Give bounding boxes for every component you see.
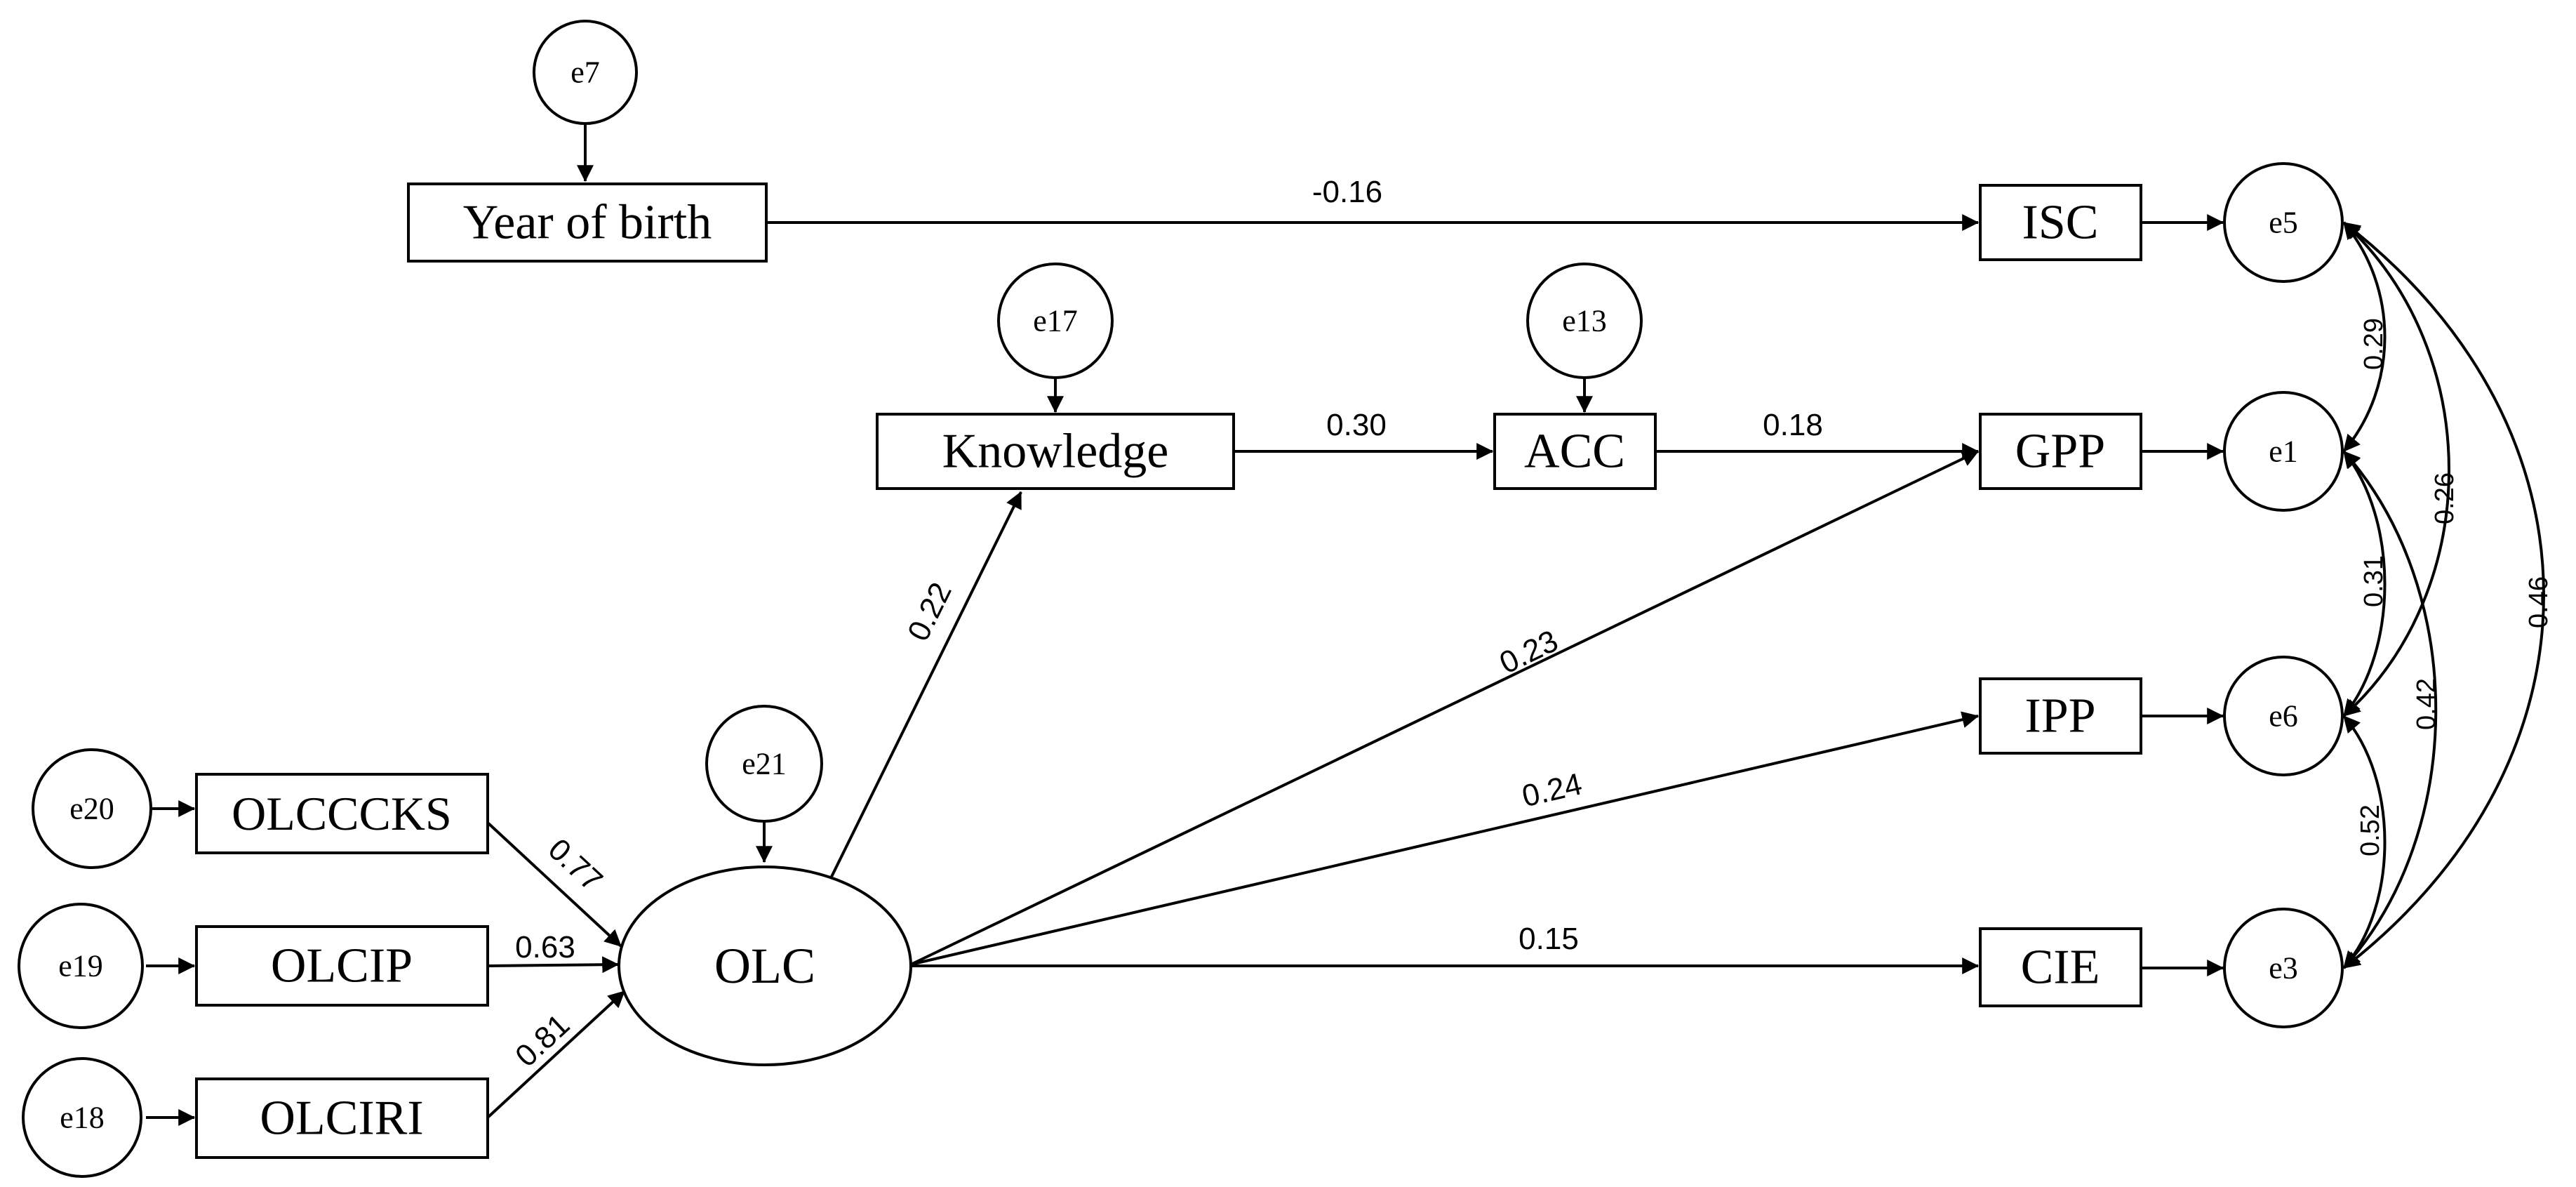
box-olcccks: OLCCCKS <box>195 773 489 854</box>
box-year-of-birth: Year of birth <box>407 183 768 263</box>
error-e17: e17 <box>997 263 1114 379</box>
cov-arc-e5-e1 <box>2342 221 2387 453</box>
box-label: OLCIRI <box>260 1092 423 1146</box>
box-label: GPP <box>2015 425 2105 479</box>
box-gpp: GPP <box>1979 413 2142 490</box>
coef-olc-gpp: 0.23 <box>1495 623 1563 680</box>
cov-e6-e3: 0.52 <box>2356 804 2385 856</box>
arrow-olciri-olc <box>486 990 626 1119</box>
coef-olc-cie: 0.15 <box>1519 922 1579 956</box>
coef-olciri-olc: 0.81 <box>509 1007 576 1073</box>
cov-e5-e3: 0.46 <box>2524 576 2554 628</box>
error-label: e21 <box>742 747 787 781</box>
box-isc: ISC <box>1979 184 2142 261</box>
cov-arc-e1-e6 <box>2342 450 2387 717</box>
cov-e5-e1: 0.29 <box>2359 318 2389 370</box>
coef-olcccks-olc: 0.77 <box>542 832 609 898</box>
error-e18: e18 <box>22 1057 142 1178</box>
cov-e1-e6: 0.31 <box>2359 555 2389 607</box>
cov-arc-e5-e3 <box>2342 221 2545 969</box>
arrow-olc-gpp <box>910 450 1980 966</box>
error-e3: e3 <box>2223 908 2344 1028</box>
error-e21: e21 <box>705 705 823 823</box>
box-cie: CIE <box>1979 927 2142 1007</box>
error-e7: e7 <box>533 20 638 125</box>
error-label: e6 <box>2269 699 2298 734</box>
box-label: OLCIP <box>271 939 413 993</box>
box-label: Year of birth <box>463 196 712 250</box>
arrow-olcccks-olc <box>486 821 622 948</box>
box-olciri: OLCIRI <box>195 1077 489 1159</box>
error-e20: e20 <box>32 748 152 869</box>
latent-olc: OLC <box>618 866 912 1066</box>
arrow-olcip-olc <box>487 956 620 974</box>
error-label: e5 <box>2269 206 2298 240</box>
coef-year-isc: -0.16 <box>1312 175 1382 209</box>
cov-arc-e6-e3 <box>2342 715 2387 969</box>
error-e6: e6 <box>2223 656 2344 776</box>
error-e13: e13 <box>1526 263 1643 379</box>
error-e19: e19 <box>18 903 144 1029</box>
error-label: e18 <box>60 1101 105 1135</box>
box-label: ACC <box>1524 425 1625 479</box>
arrow-olc-ipp <box>910 711 1980 966</box>
box-label: CIE <box>2021 941 2100 995</box>
box-label: OLCCCKS <box>232 787 452 840</box>
cov-arc-e5-e6 <box>2342 221 2450 717</box>
box-olcip: OLCIP <box>195 925 489 1007</box>
coef-knowledge-acc: 0.30 <box>1326 408 1387 442</box>
box-label: Knowledge <box>942 425 1169 479</box>
coef-olc-ipp: 0.24 <box>1519 767 1585 814</box>
box-acc: ACC <box>1493 413 1657 490</box>
error-label: e17 <box>1033 304 1078 338</box>
box-ipp: IPP <box>1979 677 2142 755</box>
error-label: e13 <box>1562 304 1607 338</box>
coef-olcip-olc: 0.63 <box>515 930 575 964</box>
cov-e1-e3: 0.42 <box>2412 678 2441 730</box>
latent-label: OLC <box>714 938 815 994</box>
box-knowledge: Knowledge <box>876 413 1235 490</box>
box-label: IPP <box>2024 689 2095 743</box>
box-label: ISC <box>2022 196 2099 250</box>
error-label: e3 <box>2269 951 2298 986</box>
cov-e5-e6: 0.26 <box>2430 472 2460 524</box>
arrow-olc-knowledge <box>829 491 1022 880</box>
error-e5: e5 <box>2223 162 2344 283</box>
coef-acc-gpp: 0.18 <box>1763 408 1823 442</box>
error-label: e20 <box>69 792 114 826</box>
error-label: e7 <box>570 55 600 90</box>
error-label: e19 <box>58 949 103 983</box>
cov-arc-e1-e3 <box>2342 450 2438 969</box>
error-label: e1 <box>2269 435 2298 469</box>
error-e1: e1 <box>2223 391 2344 512</box>
